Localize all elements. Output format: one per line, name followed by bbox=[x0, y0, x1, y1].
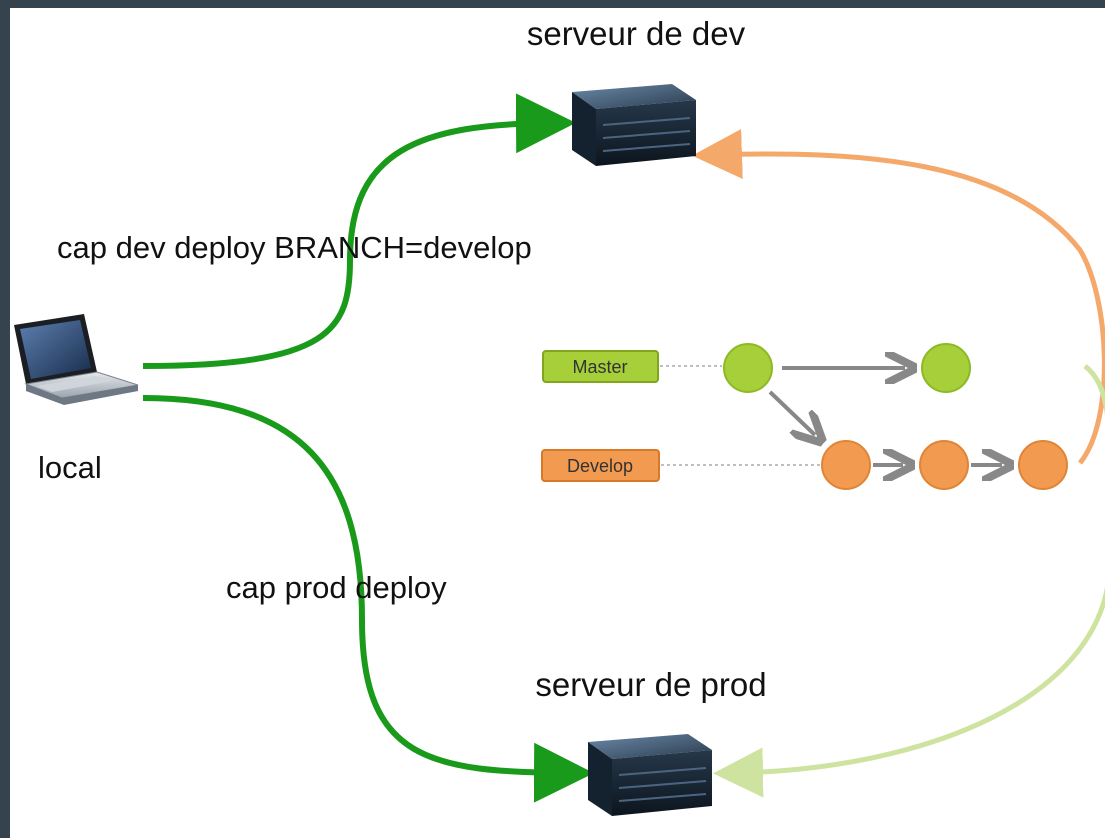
deploy-arrow-prod bbox=[142, 395, 594, 803]
prod-deploy-command: cap prod deploy bbox=[226, 570, 447, 605]
master-commit-2 bbox=[921, 343, 971, 393]
develop-branch-tag bbox=[541, 449, 660, 482]
develop-branch-label: Develop bbox=[567, 456, 633, 476]
develop-commit-3 bbox=[1018, 440, 1068, 490]
master-branch-tag bbox=[542, 350, 659, 383]
branch-off-arrow bbox=[768, 390, 815, 435]
dev-server-icon bbox=[572, 84, 696, 166]
develop-to-dev-arrow bbox=[692, 129, 1105, 465]
window-top-edge bbox=[0, 0, 1105, 8]
prod-server-icon bbox=[588, 734, 712, 816]
dev-server-label: serveur de dev bbox=[527, 15, 746, 52]
master-commit-1 bbox=[723, 343, 773, 393]
master-to-prod-arrow bbox=[713, 364, 1105, 798]
git-branch-diagram: Master Develop bbox=[541, 343, 1068, 490]
laptop-icon bbox=[14, 314, 139, 405]
local-label: local bbox=[38, 450, 102, 485]
window-left-edge bbox=[0, 0, 10, 838]
develop-commit-1 bbox=[821, 440, 871, 490]
develop-commit-2 bbox=[919, 440, 969, 490]
deploy-arrow-dev bbox=[142, 93, 576, 369]
dev-deploy-command: cap dev deploy BRANCH=develop bbox=[57, 230, 532, 265]
prod-server-label: serveur de prod bbox=[535, 666, 766, 703]
master-branch-label: Master bbox=[572, 357, 627, 377]
